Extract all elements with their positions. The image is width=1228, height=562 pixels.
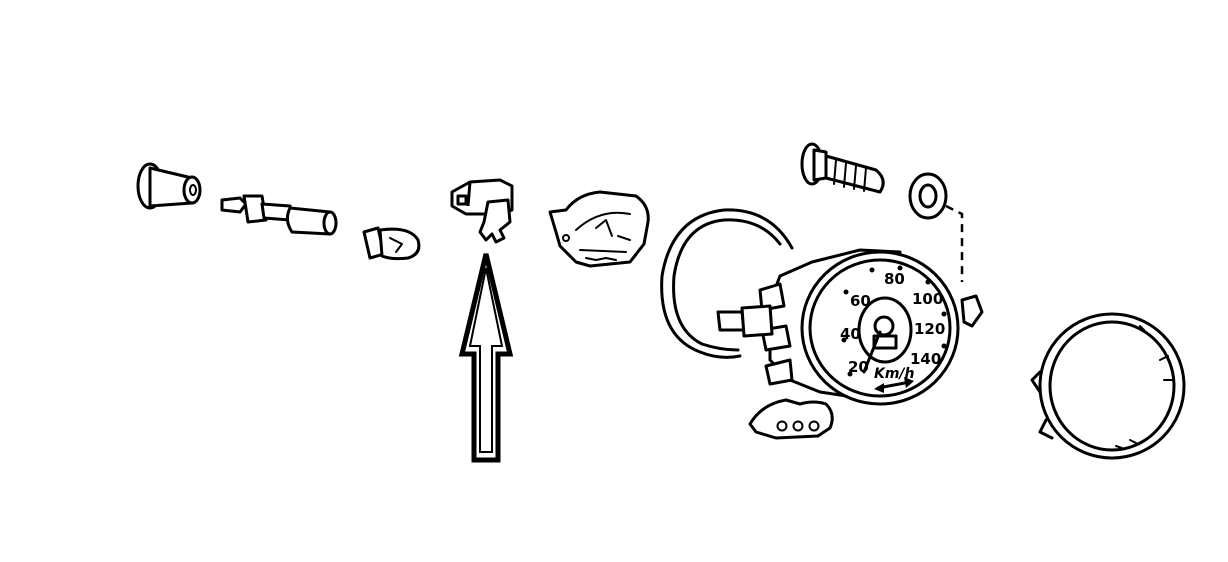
contact-clip <box>450 178 514 244</box>
speed-label-20: 20 <box>848 358 869 376</box>
speed-label-60: 60 <box>850 292 871 310</box>
speed-label-140: 140 <box>910 350 941 368</box>
mounting-bracket <box>748 398 834 440</box>
plug-connector <box>220 194 338 236</box>
speed-label-100: 100 <box>912 290 943 308</box>
bulb-holder-cap <box>136 162 202 210</box>
small-bulb <box>362 226 421 261</box>
indicator-arrow-inner <box>468 267 504 453</box>
washer <box>908 172 948 220</box>
speedometer-body: 20 40 60 80 100 120 140 Km/h <box>716 248 984 406</box>
bezel-ring <box>1030 312 1186 460</box>
speed-label-120: 120 <box>914 320 945 338</box>
auxiliary-gauge <box>548 190 650 268</box>
alignment-line <box>945 204 964 282</box>
retaining-ring <box>660 208 794 359</box>
screw <box>800 142 885 194</box>
indicator-arrow-icon <box>458 253 514 463</box>
speed-label-80: 80 <box>884 270 905 288</box>
speed-label-40: 40 <box>840 325 861 343</box>
